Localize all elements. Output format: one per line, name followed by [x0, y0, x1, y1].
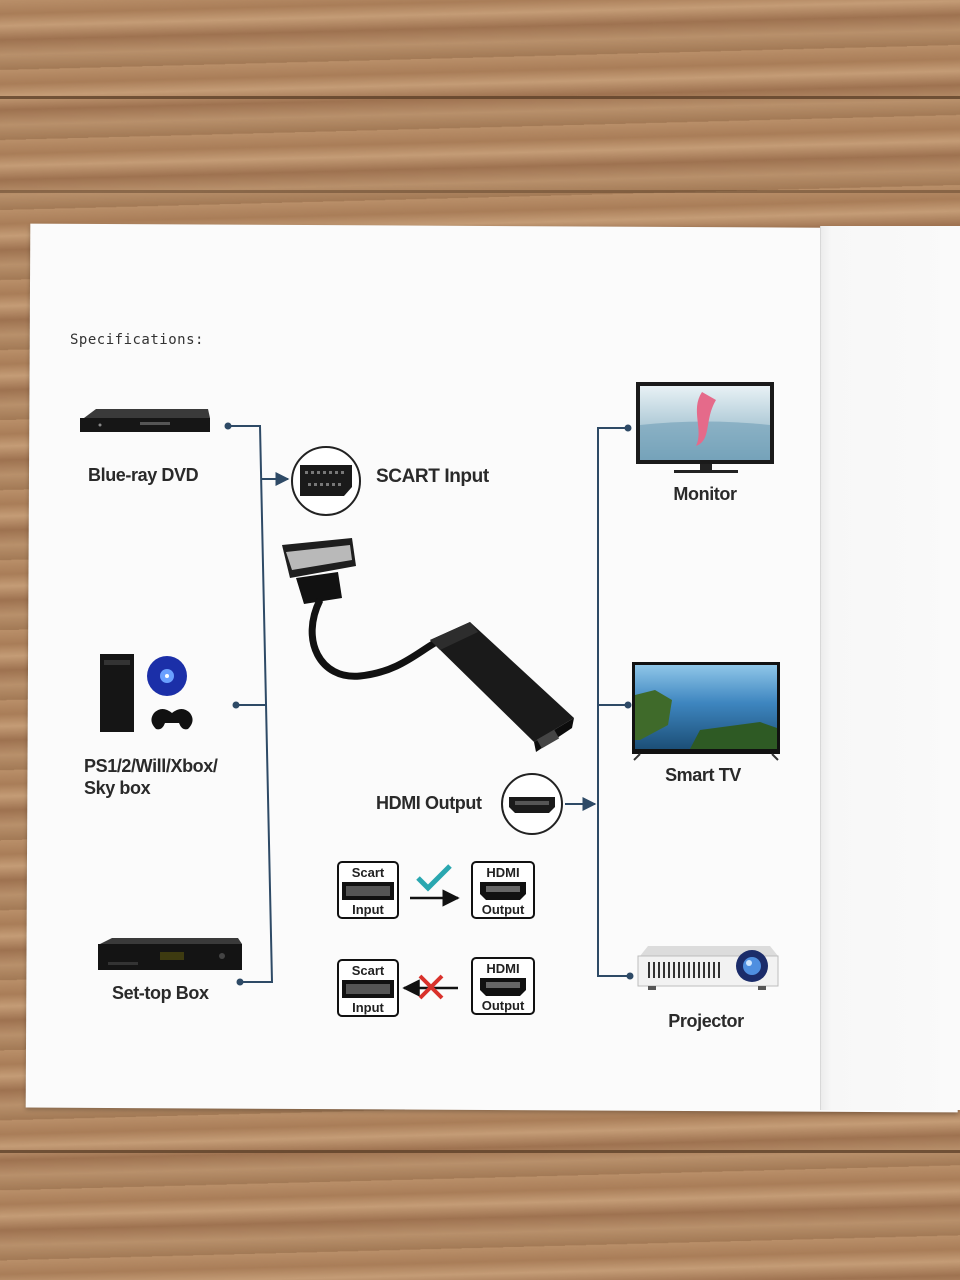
monitor-image — [636, 382, 774, 473]
legend-wrong-from-line1: Scart — [352, 963, 385, 978]
scart-input-label: SCART Input — [376, 466, 489, 487]
bluray-dvd-label: Blue-ray DVD — [88, 465, 199, 485]
legend-correct-from-line1: Scart — [352, 865, 385, 880]
settop-box-image — [98, 938, 242, 970]
legend-wrong-to-line2: Output — [482, 998, 525, 1013]
wood-plank-gap — [0, 190, 960, 193]
legend-correct-to-line1: HDMI — [486, 865, 519, 880]
smart-tv-image — [632, 662, 780, 761]
specifications-title: Specifications: — [70, 332, 204, 348]
projector-label: Projector — [668, 1011, 744, 1031]
smart-tv-label: Smart TV — [665, 765, 741, 785]
console-label-line1: PS1/2/Will/Xbox/ — [84, 756, 218, 776]
monitor-label: Monitor — [673, 484, 737, 504]
cross-icon — [418, 974, 444, 1000]
console-label-line2: Sky box — [84, 778, 151, 798]
legend-correct-to-line2: Output — [482, 902, 525, 917]
wood-plank-gap — [0, 96, 960, 99]
hdmi-output-label: HDMI Output — [376, 793, 482, 813]
hdmi-port-icon — [501, 773, 563, 835]
wood-plank-gap — [0, 1150, 960, 1153]
legend-wrong-to-line1: HDMI — [486, 961, 519, 976]
settop-box-label: Set-top Box — [112, 983, 209, 1003]
check-icon — [416, 864, 452, 892]
scart-port-icon — [291, 446, 361, 516]
legend-wrong-from-line2: Input — [352, 1000, 384, 1015]
legend-correct-from-line2: Input — [352, 902, 384, 917]
direction-legend-wrong — [337, 957, 535, 1017]
source-bus — [224, 422, 290, 986]
direction-legend-correct — [337, 861, 535, 919]
scart-to-hdmi-adapter-image — [282, 538, 574, 752]
game-console-image — [100, 654, 193, 732]
bluray-player-image — [80, 409, 210, 432]
sheet-fold — [820, 226, 960, 1110]
projector-image — [637, 946, 779, 990]
display-bus — [565, 424, 634, 980]
